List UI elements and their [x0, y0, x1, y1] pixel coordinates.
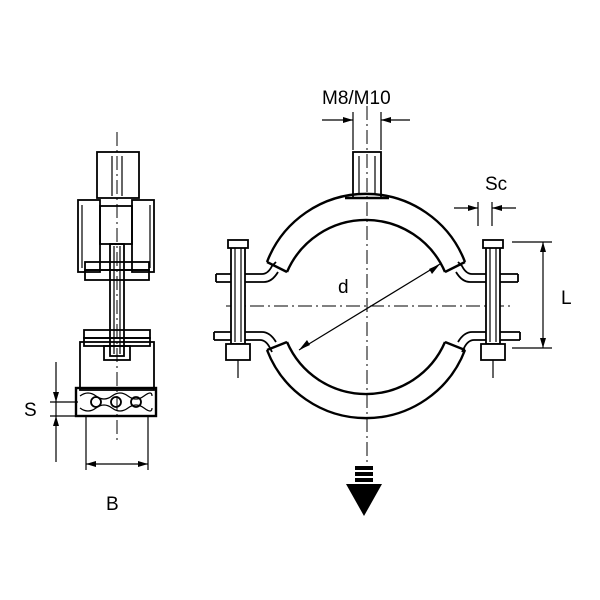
side-rubber-insert: [74, 386, 158, 418]
left-bolt: [230, 243, 246, 345]
upper-right-lug: [457, 261, 518, 275]
screw-distance-label: Sc: [485, 174, 507, 195]
lower-left-lug: [214, 331, 277, 343]
upper-left-lug: [216, 261, 277, 275]
upper-band-inner: [285, 218, 447, 273]
diameter-label: d: [338, 277, 349, 298]
side-lower-band: [79, 341, 155, 391]
right-nut: [480, 343, 506, 361]
down-arrow-icon: [346, 466, 382, 516]
diameter-dimension-line: [298, 263, 441, 351]
lower-band-outer: [265, 349, 467, 420]
length-label: L: [561, 288, 572, 309]
lower-band-inner: [285, 341, 447, 396]
thickness-label: S: [24, 400, 37, 421]
right-bolt: [485, 243, 501, 345]
left-nut: [225, 343, 251, 361]
side-top-boss: [96, 151, 140, 199]
thread-label: M8/M10: [322, 88, 391, 109]
upper-band-outer: [265, 192, 467, 263]
lower-right-lug: [457, 331, 520, 343]
width-label: B: [106, 494, 119, 515]
side-view: [50, 132, 158, 470]
side-bolt: [109, 243, 125, 357]
front-view: [213, 106, 552, 516]
